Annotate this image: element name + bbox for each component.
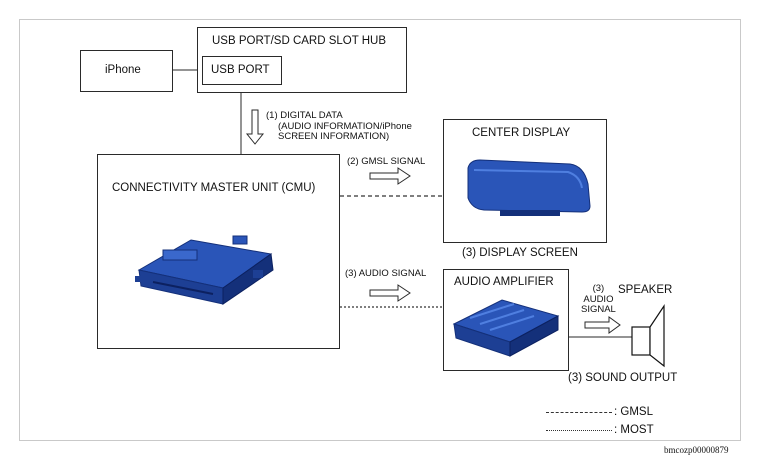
speaker-icon — [631, 304, 665, 368]
speaker-signal-arrow — [584, 316, 621, 334]
cmu-label: CONNECTIVITY MASTER UNIT (CMU) — [112, 182, 316, 194]
usb-port-label: USB PORT — [211, 64, 270, 76]
speaker-signal-line-1: (3) — [592, 283, 605, 294]
digital-data-arrow — [245, 109, 265, 145]
center-display-title: CENTER DISPLAY — [472, 127, 571, 139]
legend-most-line — [546, 430, 612, 431]
diagram-frame — [19, 19, 741, 441]
speaker-label: SPEAKER — [618, 284, 673, 296]
audio-amplifier-image — [452, 299, 560, 357]
audio-amplifier-title: AUDIO AMPLIFIER — [454, 276, 554, 288]
speaker-audio-signal-label: (3) AUDIO SIGNAL — [581, 283, 616, 316]
speaker-signal-line-3: SIGNAL — [581, 304, 616, 316]
legend-most-label: : MOST — [614, 424, 654, 436]
usb-port-box — [202, 56, 282, 85]
legend-gmsl-line — [546, 412, 612, 413]
digital-data-line-3: SCREEN INFORMATION) — [278, 131, 390, 143]
cmu-device-image — [135, 235, 274, 305]
speaker-signal-line-2: AUDIO — [583, 293, 614, 305]
iphone-label: iPhone — [105, 64, 141, 76]
digital-data-label: (1) DIGITAL DATA (AUDIO INFORMATION/iPho… — [266, 110, 412, 143]
legend-gmsl-label: : GMSL — [614, 406, 653, 418]
figure-id: bmcozp00000879 — [664, 445, 729, 455]
audio-signal-arrow — [369, 284, 411, 302]
gmsl-signal-label: (2) GMSL SIGNAL — [347, 156, 426, 167]
center-display-image — [467, 159, 591, 216]
audio-signal-label: (3) AUDIO SIGNAL — [345, 268, 427, 279]
usb-hub-title: USB PORT/SD CARD SLOT HUB — [212, 35, 387, 47]
gmsl-arrow — [369, 167, 411, 185]
display-screen-caption: (3) DISPLAY SCREEN — [462, 247, 578, 259]
iphone-box — [80, 50, 173, 92]
digital-data-line-2: (AUDIO INFORMATION/iPhone — [278, 120, 412, 132]
sound-output-label: (3) SOUND OUTPUT — [568, 372, 678, 384]
digital-data-line-1: (1) DIGITAL DATA — [266, 110, 343, 121]
